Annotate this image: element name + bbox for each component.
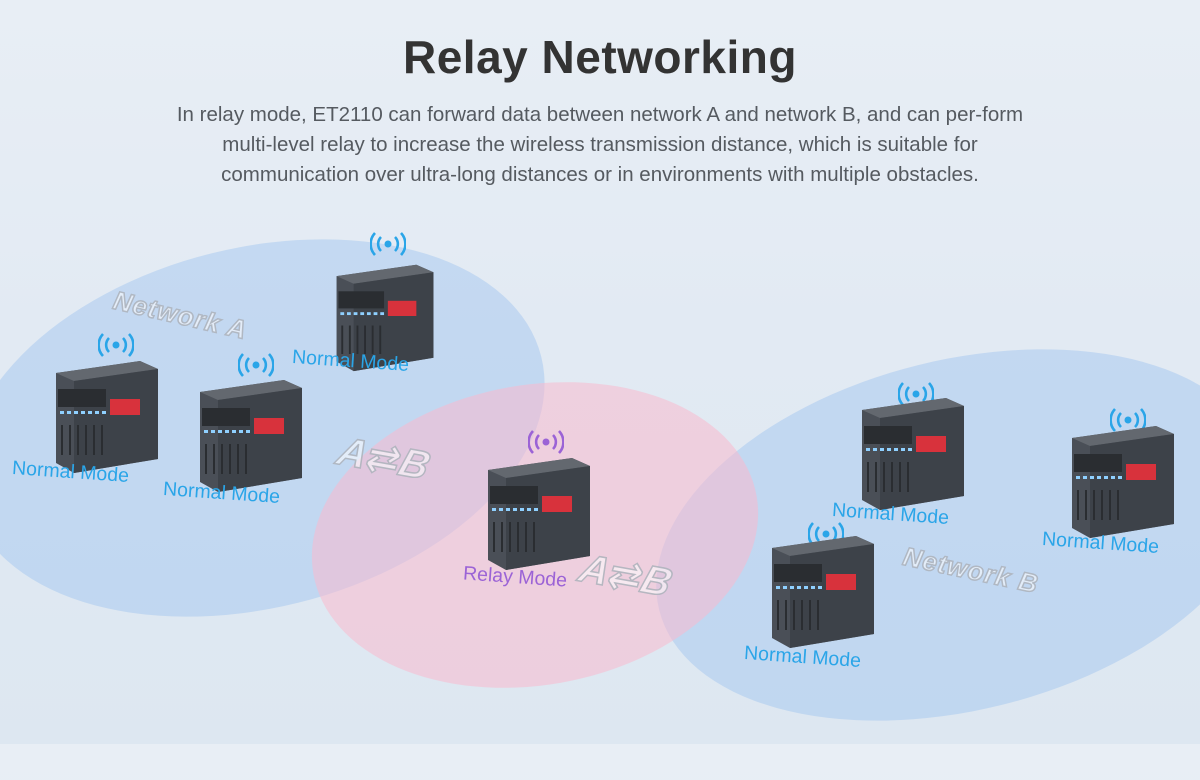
page-title: Relay Networking [403, 31, 797, 83]
et2110-device [768, 530, 878, 650]
et2110-device [858, 392, 968, 512]
et2110-device [196, 374, 306, 494]
et2110-relay-device [484, 452, 594, 572]
et2110-device [1068, 420, 1178, 540]
wifi-icon [528, 430, 564, 454]
wifi-icon [238, 353, 274, 377]
wifi-icon [370, 232, 406, 256]
wifi-icon [1110, 408, 1146, 432]
et2110-device [333, 259, 438, 373]
page-description: In relay mode, ET2110 can forward data b… [176, 103, 1024, 186]
et2110-device [52, 355, 162, 475]
wifi-icon [98, 333, 134, 357]
wifi-icon [898, 382, 934, 406]
